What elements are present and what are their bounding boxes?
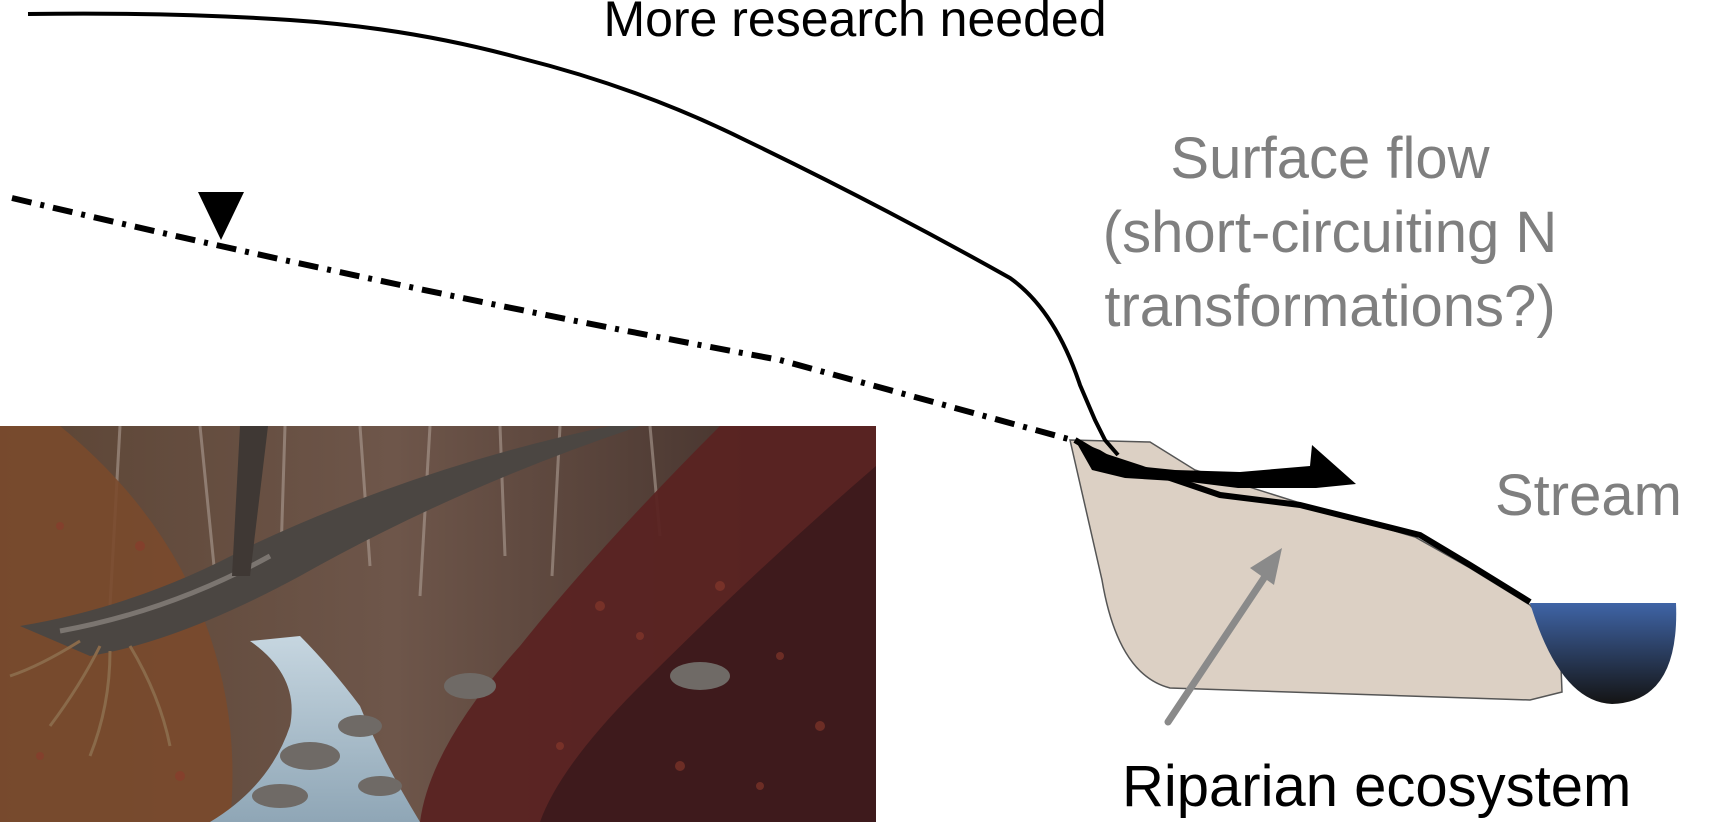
riparian-pointer-line bbox=[1164, 568, 1272, 726]
surface-flow-arrow bbox=[1075, 440, 1356, 488]
surface-flow-line-1: Surface flow bbox=[1170, 126, 1490, 191]
surface-flow-line-2: (short-circuiting N bbox=[1102, 200, 1558, 265]
diagram-title: More research needed bbox=[603, 0, 1107, 47]
riparian-soil-body bbox=[1069, 439, 1563, 701]
surface-flow-label: Surface flow (short-circuiting N transfo… bbox=[1070, 122, 1590, 344]
water-table-line bbox=[11, 195, 1073, 443]
stream-water bbox=[1530, 603, 1677, 704]
surface-flow-line-3: transformations?) bbox=[1104, 274, 1556, 339]
riparian-pointer-arrowhead bbox=[1250, 548, 1282, 585]
forest-stream-photo bbox=[0, 426, 876, 822]
water-table-marker-icon bbox=[198, 192, 244, 240]
hillslope-surface-line bbox=[27, 11, 1120, 457]
stream-label: Stream bbox=[1495, 463, 1682, 528]
riparian-ecosystem-label: Riparian ecosystem bbox=[1122, 754, 1632, 819]
